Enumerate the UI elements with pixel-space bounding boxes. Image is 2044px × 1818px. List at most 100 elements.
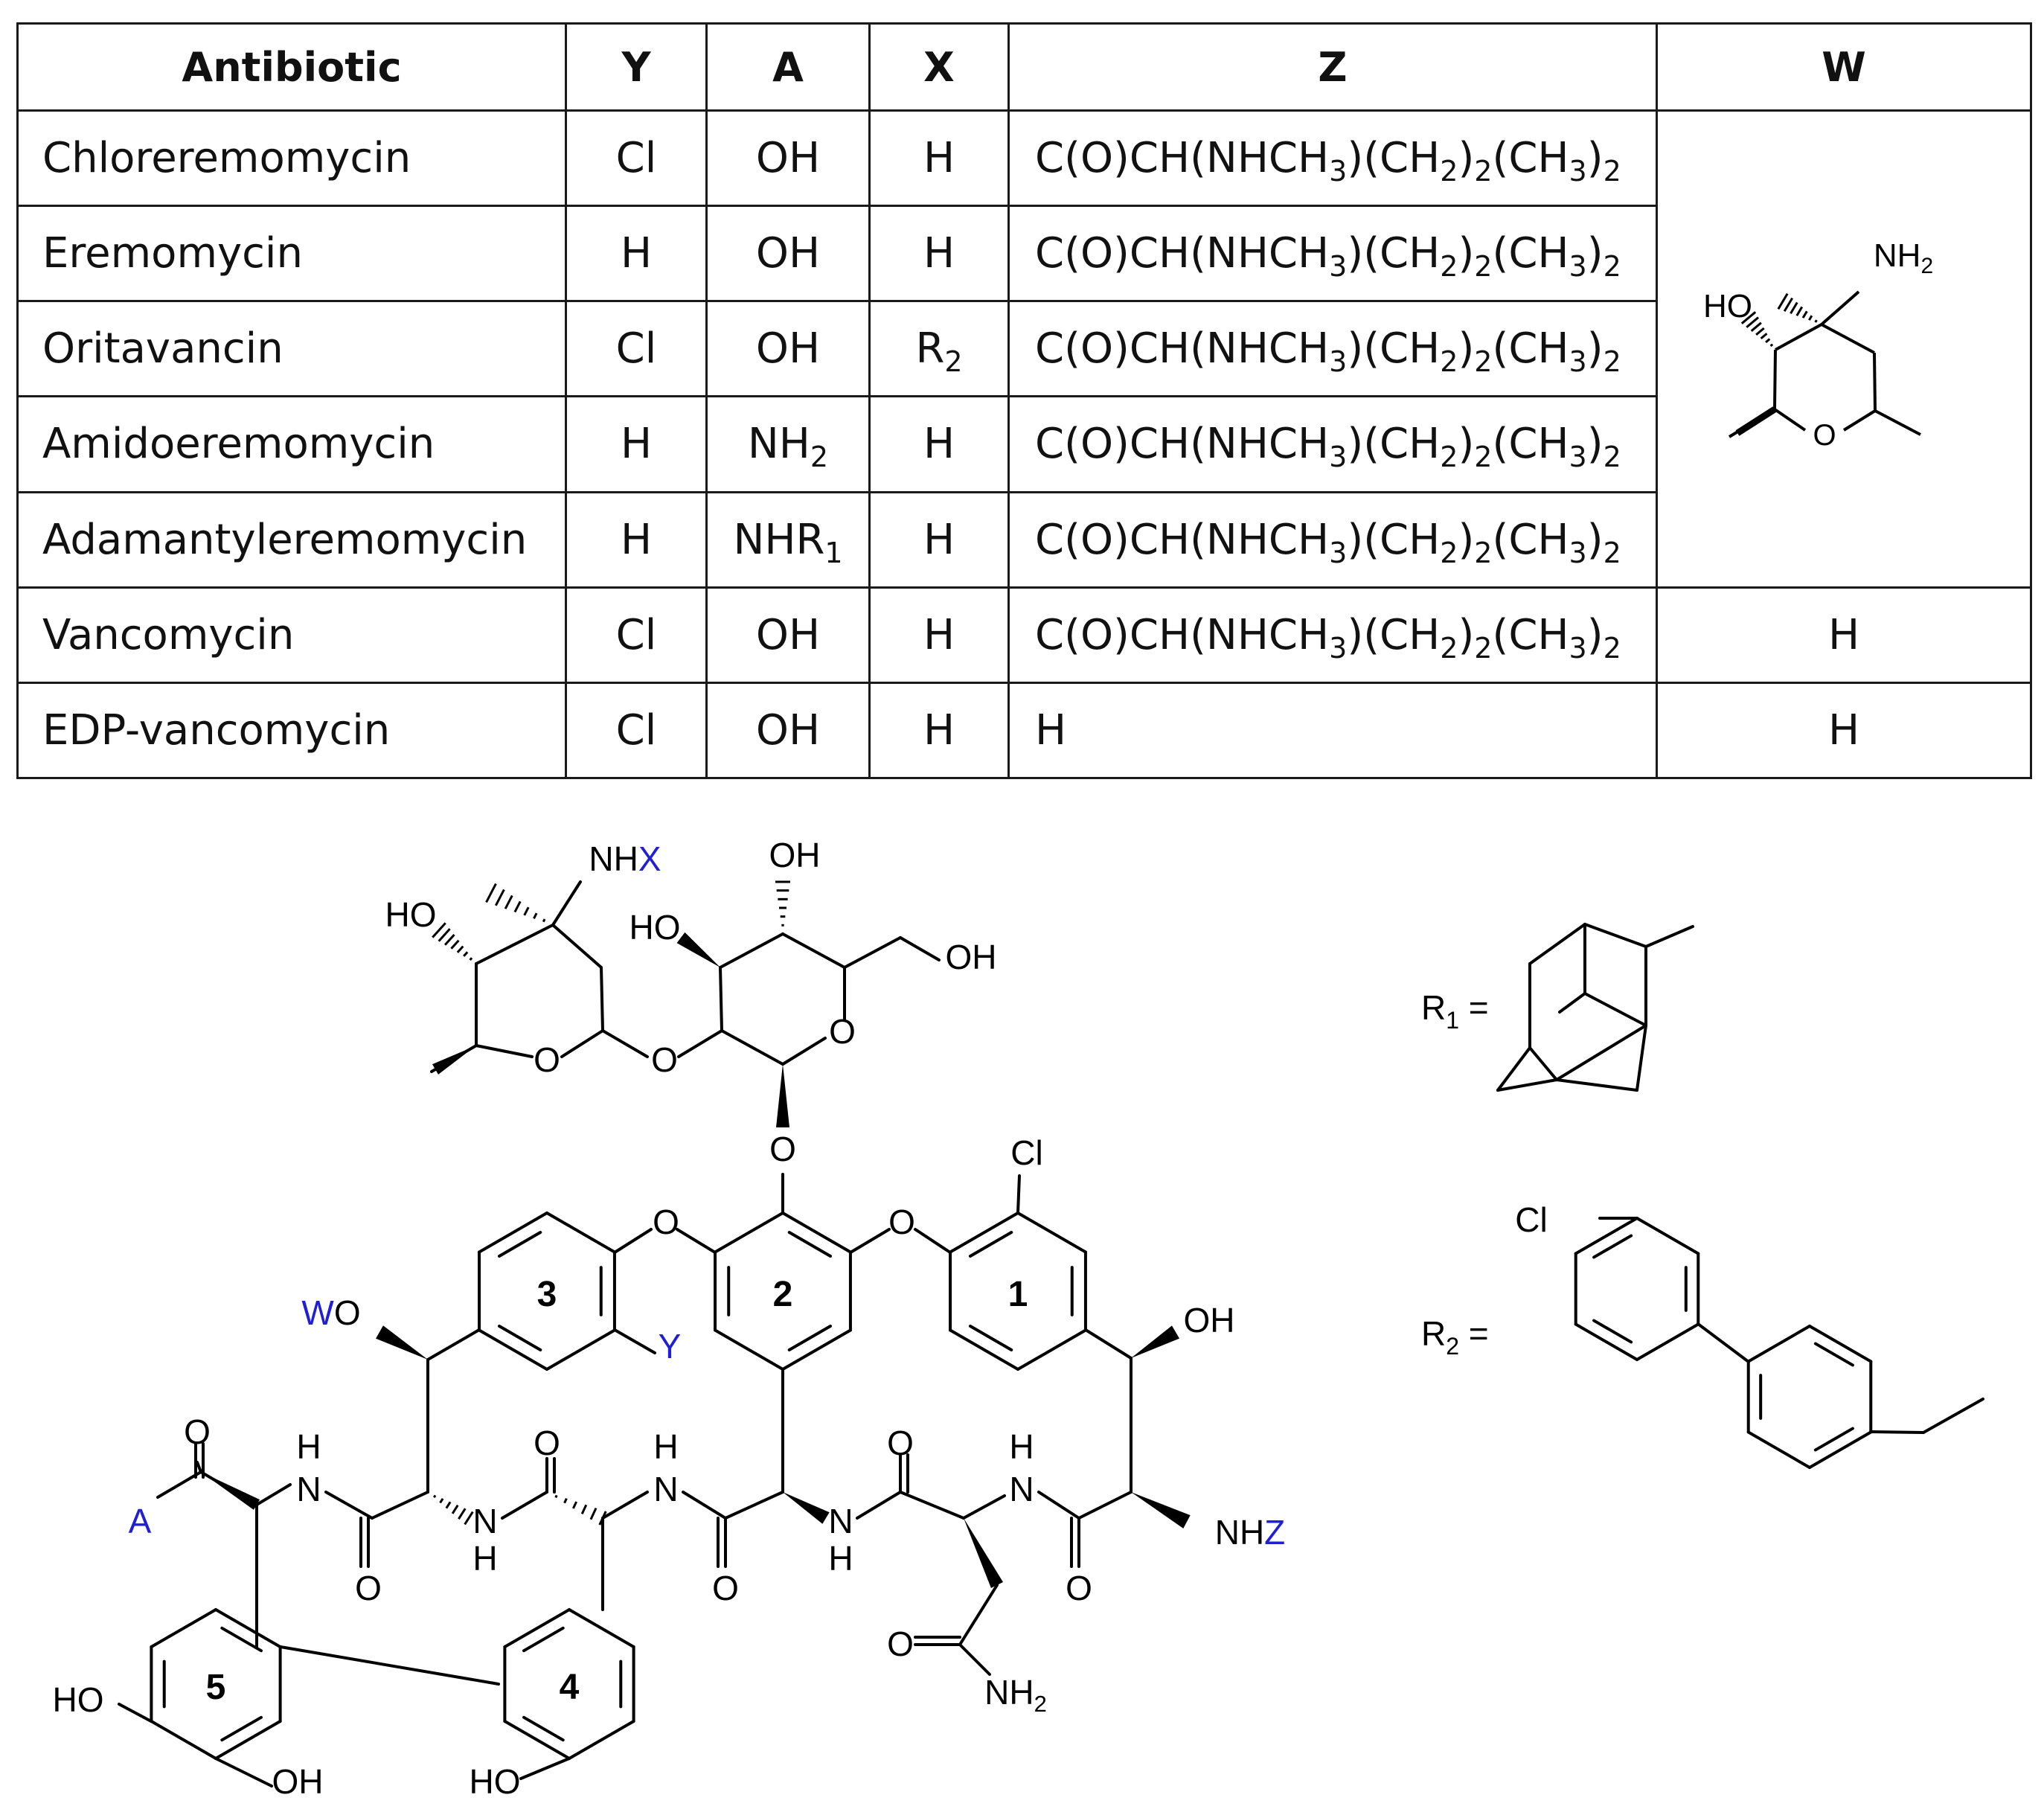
ring-number-2: 2 xyxy=(773,1275,793,1314)
hashed-bond xyxy=(432,922,473,961)
r2-ring-b-bond xyxy=(1808,1430,1873,1469)
cell-y: H xyxy=(565,205,708,303)
cell-z: C(O)CH(NHCH3)(CH2)2(CH3)2 xyxy=(1007,395,1658,493)
ring-number-3: 3 xyxy=(537,1275,557,1314)
bond xyxy=(475,924,554,965)
wedge-bond xyxy=(376,1325,428,1360)
aromatic-inner-bond xyxy=(968,1325,1013,1351)
glycosidic-oxygen: O xyxy=(651,1040,678,1079)
amide-h-4: H xyxy=(828,1539,853,1578)
asn-carbonyl-o: O xyxy=(887,1625,914,1663)
bond xyxy=(682,1491,727,1520)
bond xyxy=(551,880,582,926)
aromatic-inner-bond xyxy=(220,1626,263,1653)
ether-oxygen-right: O xyxy=(888,1203,915,1241)
bond xyxy=(501,1491,548,1520)
bond xyxy=(1697,1322,1750,1363)
sugar-hydroxymethyl-label: OH xyxy=(946,938,997,976)
ring1-bond xyxy=(1016,1212,1087,1254)
sugar-ring-oxygen-left: O xyxy=(534,1040,560,1079)
bond xyxy=(475,1044,534,1058)
cell-name: Eremomycin xyxy=(16,205,567,303)
bond xyxy=(719,966,723,1032)
bond xyxy=(1037,1491,1080,1520)
adamantane-bond xyxy=(1496,1078,1558,1092)
cell-x: R2 xyxy=(868,300,1010,398)
amide-n-4: N xyxy=(828,1502,853,1540)
adamantane-bond xyxy=(1555,1024,1647,1081)
cell-name: Vancomycin xyxy=(16,586,567,684)
r1-label: R1 = xyxy=(1421,988,1489,1034)
carbonyl-o-2: O xyxy=(355,1569,382,1607)
y-substituent-label: Y xyxy=(659,1327,682,1366)
amide-n-5: N xyxy=(1009,1470,1034,1508)
hashed-bond xyxy=(554,1494,607,1526)
ring5-hydroxyl-bottom: OH xyxy=(272,1762,324,1801)
cell-a: NHR1 xyxy=(705,490,871,589)
carbonyl-o-6: O xyxy=(1066,1569,1092,1607)
adamantane-bond xyxy=(1635,1024,1647,1092)
sugar-ring-oxygen-right: O xyxy=(829,1012,856,1051)
cell-y: Cl xyxy=(565,681,708,780)
wedge-bond xyxy=(1131,1325,1180,1358)
ring-number-5: 5 xyxy=(206,1668,226,1707)
carbonyl-o-1: O xyxy=(184,1412,211,1451)
sugar-hydroxyl-top-label: OH xyxy=(769,836,821,874)
bond xyxy=(613,1328,656,1354)
carbonyl-o-5: O xyxy=(887,1424,914,1462)
bond xyxy=(214,1757,273,1787)
ring5-bond xyxy=(150,1608,217,1648)
wedge-bond xyxy=(201,1472,260,1510)
adamantane-bond xyxy=(1555,1078,1638,1092)
amide-h-5: H xyxy=(1009,1427,1034,1466)
ring-number-4: 4 xyxy=(560,1668,580,1707)
bond xyxy=(914,1228,952,1254)
cell-name: EDP-vancomycin xyxy=(16,681,567,780)
bond xyxy=(255,1483,292,1506)
cell-y: Cl xyxy=(565,300,708,398)
bond xyxy=(324,1491,374,1520)
wedge-bond xyxy=(676,932,720,967)
bond xyxy=(677,1029,723,1058)
cell-z: C(O)CH(NHCH3)(CH2)2(CH3)2 xyxy=(1007,300,1658,398)
bond xyxy=(600,966,604,1032)
cell-name: Adamantyleremomycin xyxy=(16,490,567,589)
ring3-bond xyxy=(478,1328,548,1371)
aromatic-inner-bond xyxy=(1592,1319,1633,1344)
header-y: Y xyxy=(565,22,708,112)
cell-z: C(O)CH(NHCH3)(CH2)2(CH3)2 xyxy=(1007,586,1658,684)
bond xyxy=(843,936,902,969)
r2-ring-b-bond xyxy=(1746,1325,1811,1363)
adamantane-bond xyxy=(1496,1046,1531,1092)
bond xyxy=(724,1491,784,1520)
amide-n-3: N xyxy=(653,1470,678,1508)
asn-amide-label: NH2 xyxy=(984,1673,1047,1717)
sugar-hydroxyl-mid-label: HO xyxy=(629,908,681,947)
bond xyxy=(519,1757,571,1780)
ring5-bond xyxy=(214,1608,282,1648)
ring3-bond xyxy=(545,1328,616,1371)
bond xyxy=(781,932,846,969)
aromatic-inner-bond xyxy=(220,1715,263,1742)
a-substituent-label: A xyxy=(129,1502,152,1540)
ring4-bond xyxy=(503,1608,571,1648)
amide-n-1: N xyxy=(296,1470,321,1508)
aromatic-inner-bond xyxy=(522,1626,565,1653)
hashed-bond xyxy=(1740,310,1774,347)
ring-oxygen-label: O xyxy=(1813,419,1836,452)
bond xyxy=(958,1643,991,1676)
ring4-bond xyxy=(568,1608,635,1648)
cell-name: Chloreremomycin xyxy=(16,109,567,208)
ring4-hydroxyl: HO xyxy=(470,1762,521,1801)
cell-z: C(O)CH(NHCH3)(CH2)2(CH3)2 xyxy=(1007,205,1658,303)
amide-h-3: H xyxy=(653,1427,678,1466)
aromatic-inner-bond xyxy=(787,1325,833,1351)
hashed-bond xyxy=(485,883,546,923)
nhz-label: NHZ xyxy=(1215,1513,1286,1552)
